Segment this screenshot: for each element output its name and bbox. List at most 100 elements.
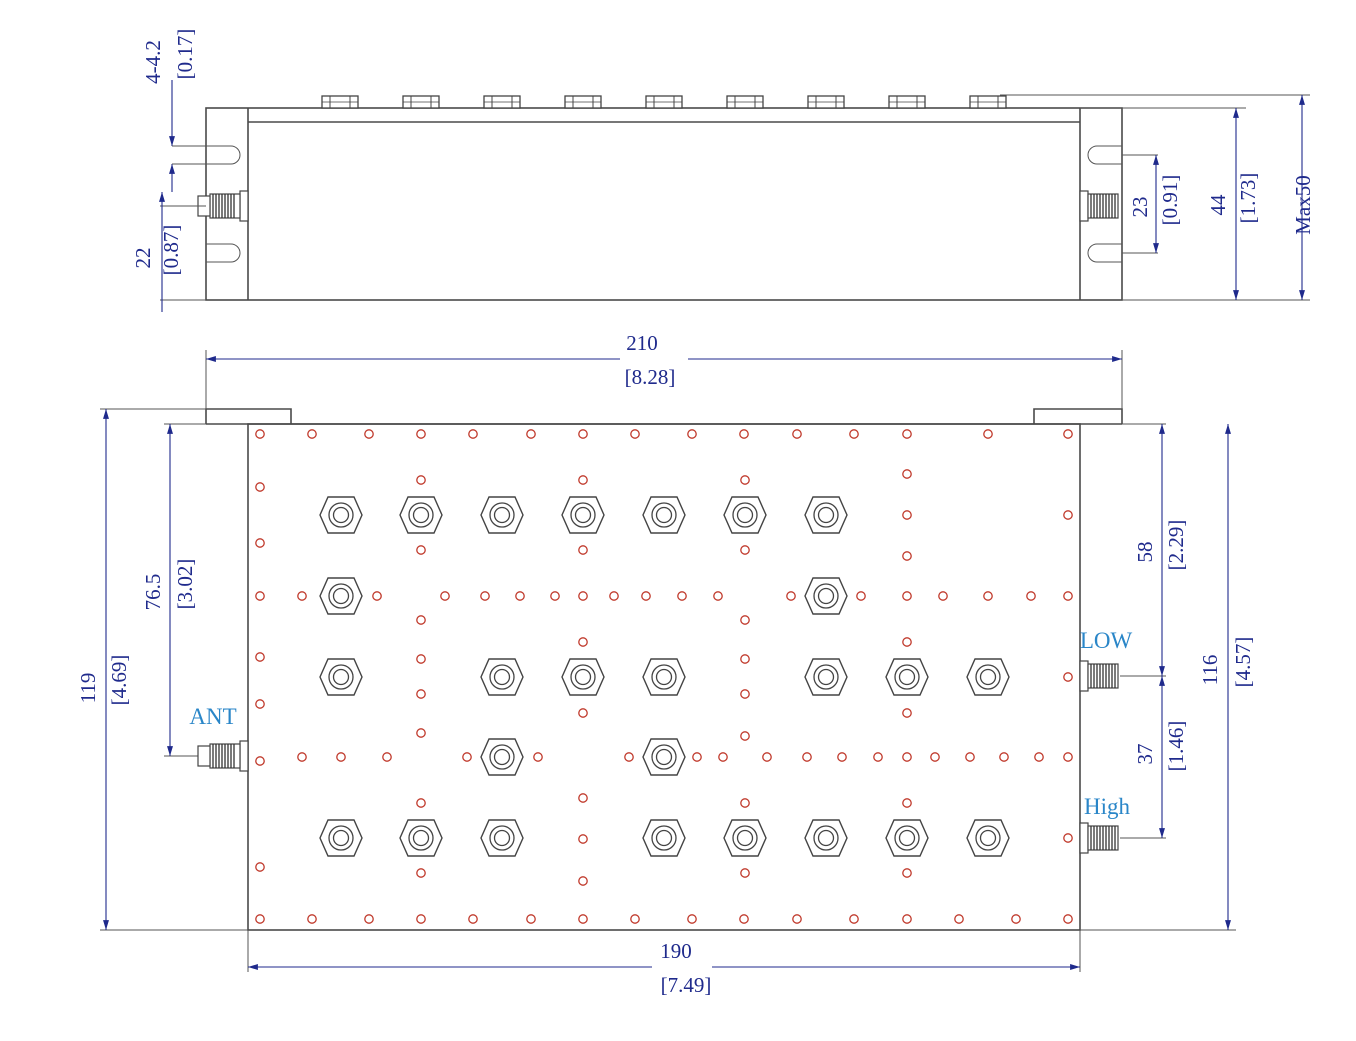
top-dim-high-offset-mm: 37 [1133,744,1157,765]
top-dim-low-offset-inch: [2.29] [1164,520,1188,571]
lid-screw [849,429,859,439]
lid-screw [630,429,640,439]
lid-screw [740,731,750,741]
lid-screw [578,475,588,485]
side-dim-body-height-mm: 44 [1206,194,1230,216]
lid-screw [902,429,912,439]
side-dim-mount-hole-inch: [0.17] [173,29,197,80]
lid-screw [468,429,478,439]
lid-screw [533,752,543,762]
lid-screw [713,591,723,601]
lid-screw [740,868,750,878]
lid-screw [677,591,687,601]
lid-screw [740,654,750,664]
lid-screw [416,615,426,625]
lid-screws [255,429,1073,924]
lid-screw [762,752,772,762]
top-dim-ant-offset-mm: 76.5 [141,574,165,611]
lid-screw [983,591,993,601]
side-tuning-nuts [321,95,1007,109]
lid-screw [255,914,265,924]
lid-screw [307,429,317,439]
side-dim-ant-height-inch: [0.87] [159,225,183,276]
tuning-screw [723,496,767,534]
top-dim-high-offset-inch: [1.46] [1164,721,1188,772]
lid-screw [641,591,651,601]
lid-screw [609,591,619,601]
lid-screw [1063,833,1073,843]
lid-screw [1063,914,1073,924]
lid-screw [468,914,478,924]
lid-screw [902,551,912,561]
top-dim-overall-height-inch: [4.69] [107,655,131,706]
lid-screw [364,914,374,924]
lid-screw [416,914,426,924]
lid-screw [786,591,796,601]
ant-connector [197,740,249,772]
lid-screw [416,689,426,699]
lid-screw [578,545,588,555]
tuning-screw [561,658,605,696]
lid-screw [578,429,588,439]
lid-screw [1026,591,1036,601]
lid-screw [739,429,749,439]
lid-screw [297,752,307,762]
lid-screw [255,429,265,439]
lid-screw [802,752,812,762]
lid-screw [902,752,912,762]
lid-screw [687,429,697,439]
lid-screw [255,699,265,709]
lid-screw [336,752,346,762]
top-dim-body-height-mm: 116 [1198,655,1222,686]
lid-screw [792,914,802,924]
tuning-screw [804,577,848,615]
lid-screw [416,545,426,555]
tuning-screw [804,658,848,696]
lid-screw [578,834,588,844]
lid-screw [416,475,426,485]
lid-screw [578,793,588,803]
lid-screw [902,637,912,647]
lid-screw [440,591,450,601]
lid-screw [255,538,265,548]
tuning-screw [966,658,1010,696]
tuning-screw [480,658,524,696]
top-dim-ant-offset-inch: [3.02] [173,559,197,610]
tuning-screw [642,658,686,696]
side-dim-mount-hole-mm: 4-4.2 [141,40,165,84]
lid-screw [462,752,472,762]
tuning-screw [642,819,686,857]
lid-screw [526,429,536,439]
lid-screw [255,756,265,766]
lid-screw [902,591,912,601]
right-slot-upper [1087,145,1122,165]
tuning-screw [642,496,686,534]
lid-screw [526,914,536,924]
high-port-label: High [1084,794,1131,819]
top-dim-overall-width-inch: [8.28] [625,365,676,389]
tuning-screw [885,819,929,857]
side-dim-port-height-inch: [0.91] [1158,175,1182,226]
lid-screw [902,798,912,808]
lid-screw [382,752,392,762]
lid-screw [297,591,307,601]
tuning-screw [804,496,848,534]
lid-screw [740,798,750,808]
lid-screw [1063,752,1073,762]
lid-screw [1063,510,1073,520]
lid-screw [856,591,866,601]
lid-screw [902,708,912,718]
tuning-screw [399,496,443,534]
lid-screw [255,862,265,872]
left-slot-lower [206,243,241,263]
lid-screw [480,591,490,601]
lid-screw [687,914,697,924]
lid-screw [965,752,975,762]
side-dim-port-height-mm: 23 [1128,197,1152,218]
lid-screw [983,429,993,439]
lid-screw [739,914,749,924]
tuning-screw [804,819,848,857]
right-slot-lower [1087,243,1122,263]
side-dim-max-height: Max50 [1291,175,1315,235]
tuning-screw [966,819,1010,857]
